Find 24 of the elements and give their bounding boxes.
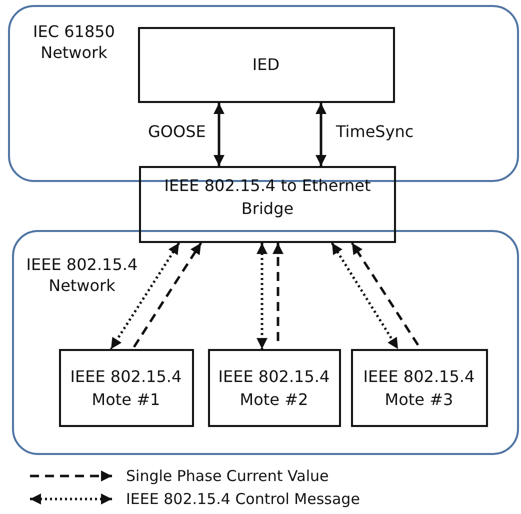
arrow (132, 242, 202, 348)
arrow (110, 242, 180, 350)
component-box (350, 348, 488, 426)
arrow (272, 243, 284, 341)
component-box (139, 166, 396, 243)
legend-label: Single Phase Current Value (126, 467, 329, 485)
box-label: IEEE 802.15.4 Mote #1 (69, 366, 183, 410)
arrow (316, 103, 326, 166)
box-label: IED (252, 54, 280, 76)
arrow (330, 242, 400, 350)
box-label: IEEE 802.15.4 Mote #2 (218, 366, 330, 410)
legend-label: IEEE 802.15.4 Control Message (126, 490, 360, 508)
edge-label: TimeSync (334, 122, 416, 142)
arrow (350, 242, 420, 346)
region-label: IEC 61850 Network (32, 21, 116, 63)
box-label: IEEE 802.15.4 to Ethernet Bridge (163, 175, 372, 220)
box-label: IEEE 802.15.4 Mote #3 (362, 366, 476, 410)
arrow (214, 103, 224, 166)
component-box (58, 348, 194, 426)
arrow (256, 243, 268, 349)
network-region (12, 230, 519, 455)
region-label: IEEE 802.15.4 Network (25, 254, 139, 296)
component-box (138, 26, 394, 102)
component-box (208, 348, 340, 426)
